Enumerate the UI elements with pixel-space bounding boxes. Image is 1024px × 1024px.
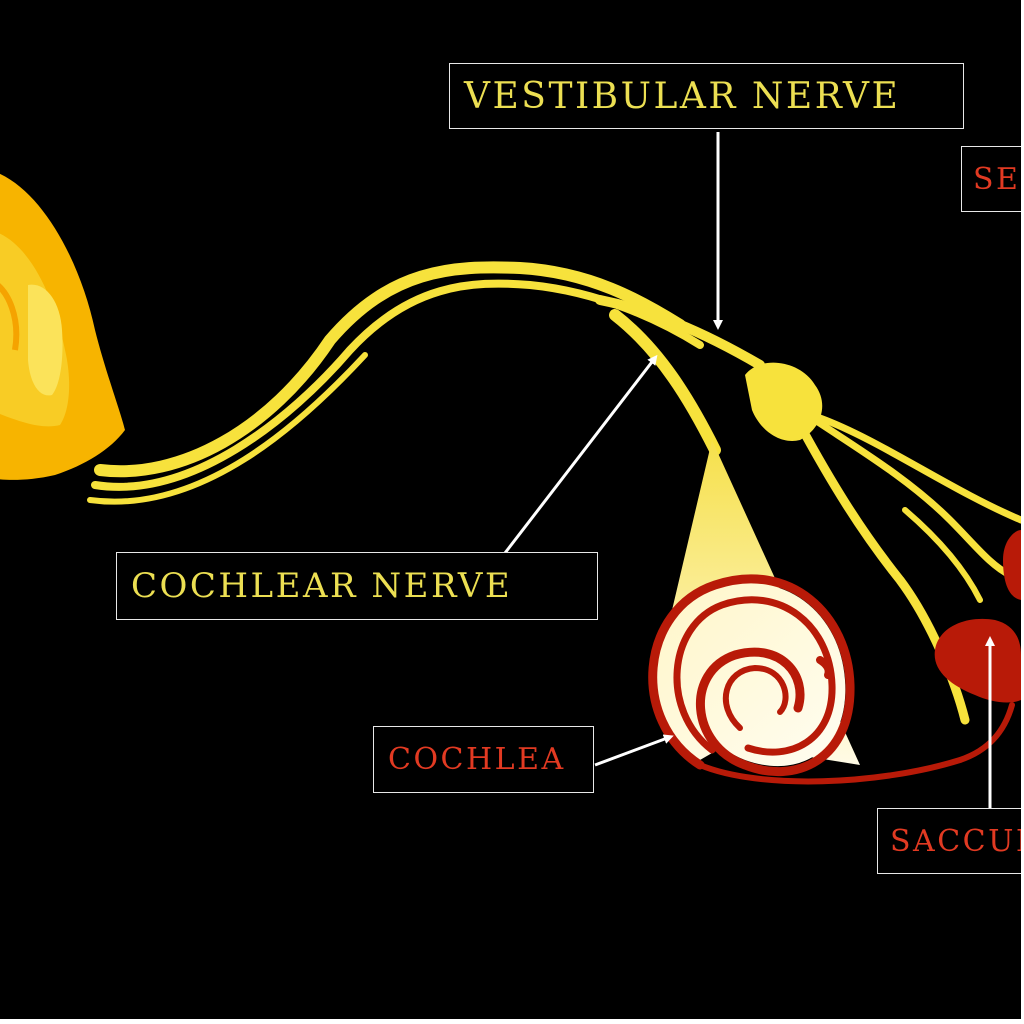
saccule-shape [934, 530, 1021, 703]
saccule-label: SACCULE [877, 808, 1021, 874]
nerve-bundle [87, 261, 765, 505]
semicircular-canals-label: SEMICIRCULAR CANALS [961, 146, 1021, 212]
vestibular-nerve-label: VESTIBULAR NERVE [449, 63, 964, 129]
callout-arrows [503, 132, 995, 808]
vestibular-branches [745, 362, 1021, 725]
brainstem-shape [0, 173, 125, 480]
cochlear-nerve-label: COCHLEAR NERVE [116, 552, 598, 620]
cochlea-label: COCHLEA [373, 726, 594, 793]
cochlea-shape [648, 574, 1015, 785]
cochlear-arrow [503, 354, 658, 554]
cochlea-arrow [594, 734, 674, 767]
